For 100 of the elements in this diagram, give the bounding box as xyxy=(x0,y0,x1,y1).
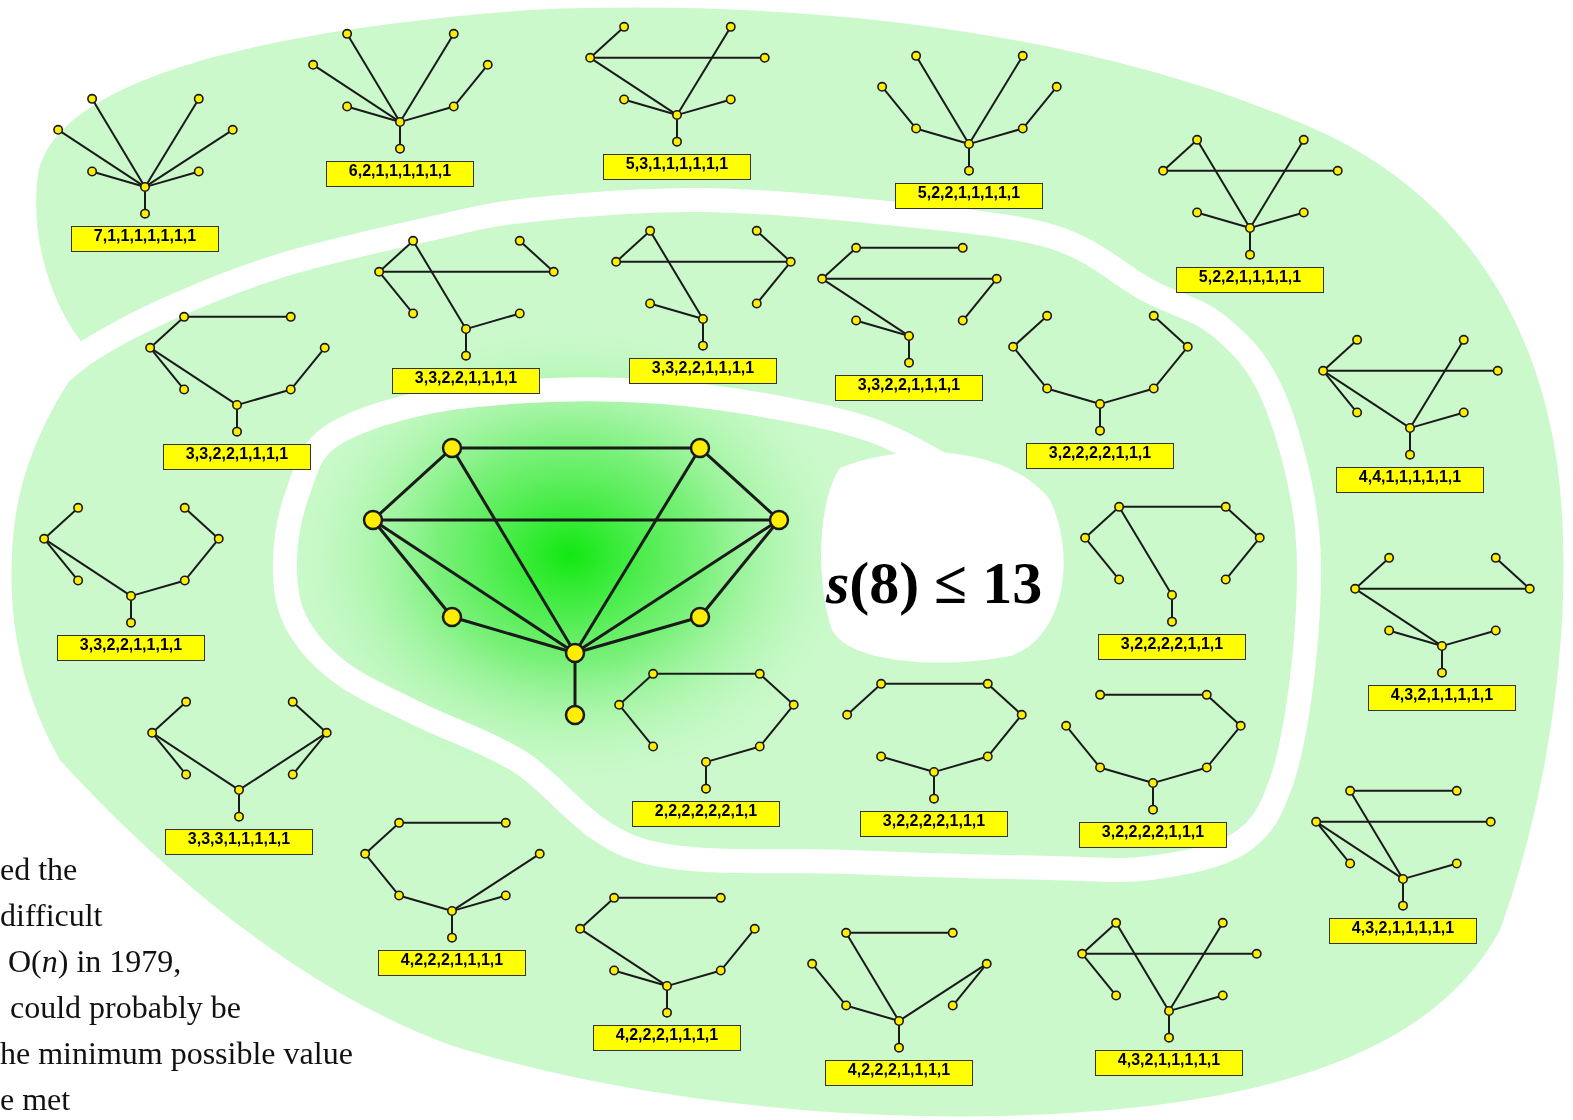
graph-edge xyxy=(1326,369,1495,372)
graph-vertex xyxy=(285,311,296,322)
graph-edge xyxy=(147,131,231,186)
degree-sequence-label: 3,2,2,2,2,1,1,1 xyxy=(860,811,1008,837)
graph-vertex xyxy=(807,958,818,969)
graph-vertex xyxy=(1345,785,1356,796)
graph-edge xyxy=(859,320,906,336)
graph-edge xyxy=(152,318,182,346)
graph-edge xyxy=(402,895,449,911)
graph-vertex xyxy=(842,709,853,720)
graph-vertex xyxy=(181,696,192,707)
graph-vertex xyxy=(877,81,888,92)
graph-vertex xyxy=(564,642,586,664)
graph-vertex xyxy=(145,342,156,353)
graph-vertex xyxy=(785,256,796,267)
graph-edge xyxy=(919,128,966,144)
graph-edge xyxy=(1445,630,1493,646)
graph-vertex xyxy=(1111,990,1122,1001)
graph-vertex xyxy=(648,668,659,679)
graph-vertex xyxy=(609,965,620,976)
graph-vertex xyxy=(308,59,319,70)
graph-vertex xyxy=(1398,874,1408,884)
graph-vertex xyxy=(1384,552,1395,563)
graph-edge xyxy=(937,756,985,772)
graph-vertex xyxy=(645,225,656,236)
graph-vertex xyxy=(1080,532,1091,543)
graph-vertex xyxy=(1352,407,1363,418)
graph-vertex xyxy=(1148,778,1158,788)
graph-edge xyxy=(1325,341,1355,369)
graph-edge xyxy=(1402,882,1404,903)
graph-vertex xyxy=(1008,341,1019,352)
graph-edge xyxy=(656,672,757,675)
graph-edge xyxy=(582,930,665,985)
graph-vertex xyxy=(461,350,471,361)
graph-edge xyxy=(454,855,538,910)
graph-edge xyxy=(702,322,704,343)
graph-vertex xyxy=(287,696,298,707)
graph-edge xyxy=(187,315,288,318)
graph-vertex xyxy=(140,208,150,219)
graph-edge xyxy=(709,746,757,762)
graph-vertex xyxy=(126,617,136,628)
graph-vertex xyxy=(1332,165,1343,176)
graph-vertex xyxy=(394,817,405,828)
graph-edge xyxy=(849,1005,896,1021)
graph-vertex xyxy=(1458,334,1469,345)
graph-edge xyxy=(1117,925,1168,1009)
graph-vertex xyxy=(911,123,922,134)
graph-edge xyxy=(414,243,465,327)
graph-vertex xyxy=(500,890,511,901)
graph-edge xyxy=(379,523,569,650)
graph-edge xyxy=(917,58,968,142)
graph-edge xyxy=(1198,142,1249,226)
graph-vertex xyxy=(689,437,711,459)
graph-vertex xyxy=(947,1000,958,1011)
graph-vertex xyxy=(1158,165,1169,176)
graph-vertex xyxy=(1398,900,1408,911)
graph-edge xyxy=(240,389,288,405)
graph-edge xyxy=(238,793,240,814)
text-line: he minimum possible value xyxy=(0,1036,353,1072)
graph-vertex xyxy=(715,892,726,903)
graph-vertex xyxy=(1437,667,1447,678)
graph-vertex xyxy=(1245,249,1255,260)
graph-vertex xyxy=(1492,365,1503,376)
graph-edge xyxy=(380,274,412,312)
graph-edge xyxy=(146,101,198,185)
graph-edge xyxy=(1152,786,1154,807)
graph-edge xyxy=(1227,508,1258,536)
graph-vertex xyxy=(1164,1032,1174,1043)
degree-sequence-label: 3,3,2,2,1,1,1,1 xyxy=(392,368,540,394)
graph-edge xyxy=(1318,823,1401,878)
graph-edge xyxy=(401,36,453,120)
graph-edge xyxy=(825,277,994,280)
graph-vertex xyxy=(929,767,939,777)
graph-edge xyxy=(1083,956,1115,994)
degree-sequence-label: 5,2,2,1,1,1,1,1 xyxy=(1176,267,1324,293)
graph-vertex xyxy=(87,166,98,177)
graph-vertex xyxy=(1016,709,1027,720)
graph-vertex xyxy=(321,727,332,738)
graph-edge xyxy=(1406,863,1454,879)
graph-vertex xyxy=(1148,310,1159,321)
graph-vertex xyxy=(285,384,296,395)
graph-edge xyxy=(455,454,572,647)
graph-edge xyxy=(1249,231,1251,252)
graph-vertex xyxy=(1350,583,1361,594)
graph-edge xyxy=(908,339,910,360)
graph-edge xyxy=(403,106,451,122)
graph-edge xyxy=(236,408,238,429)
degree-sequence-label: 4,4,1,1,1,1,1,1 xyxy=(1336,467,1484,493)
graph-edge xyxy=(1392,630,1439,646)
graph-vertex xyxy=(1318,365,1329,376)
degree-sequence-label: 4,3,2,1,1,1,1,1 xyxy=(1329,918,1477,944)
graph-edge xyxy=(469,313,517,329)
graph-edge xyxy=(378,452,447,516)
graph-edge xyxy=(617,896,718,899)
graph-edge xyxy=(989,685,1020,713)
graph-vertex xyxy=(619,94,630,105)
degree-sequence-label: 3,3,3,1,1,1,1,1 xyxy=(165,829,313,855)
degree-sequence-label: 4,2,2,2,1,1,1,1 xyxy=(593,1025,741,1051)
graph-vertex xyxy=(232,426,242,437)
graph-edge xyxy=(315,66,398,121)
